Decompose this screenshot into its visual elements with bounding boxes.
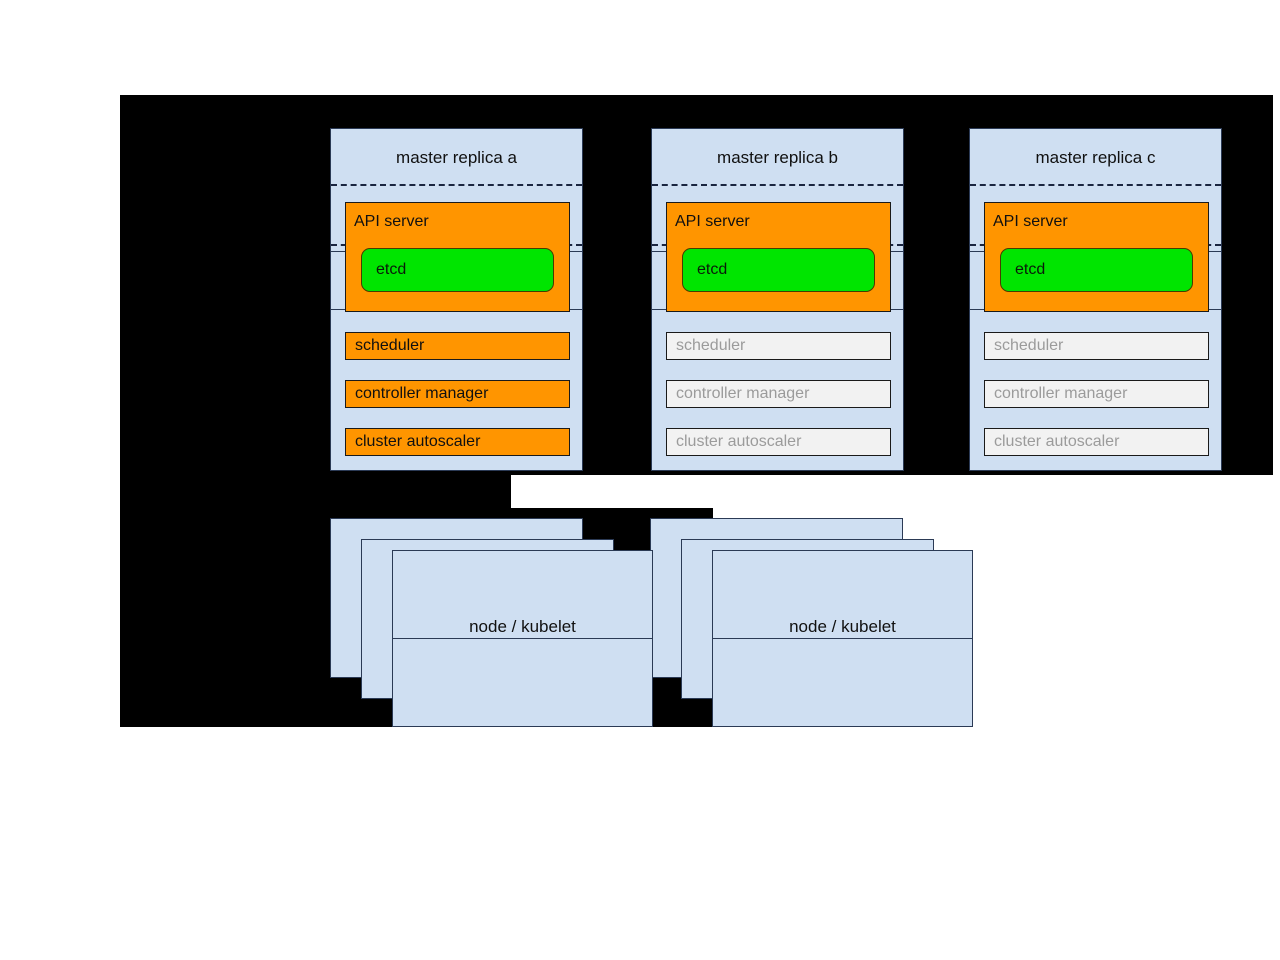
replica-b-divider-top xyxy=(652,184,903,186)
master-replica-c-title: master replica c xyxy=(1035,148,1156,167)
master-replica-b[interactable]: master replica b API server etcd schedul… xyxy=(651,128,904,471)
node-stack-2-label: node / kubelet xyxy=(789,617,896,636)
replica-c-api-server-label: API server xyxy=(993,213,1068,230)
replica-b-etcd-box[interactable]: etcd xyxy=(682,248,875,292)
master-replica-c[interactable]: master replica c API server etcd schedul… xyxy=(969,128,1222,471)
replica-b-component-controller-manager[interactable]: controller manager xyxy=(666,380,891,408)
node-stack-2-divider xyxy=(713,638,972,639)
master-replica-a-title: master replica a xyxy=(396,148,517,167)
replica-b-component-cluster-autoscaler[interactable]: cluster autoscaler xyxy=(666,428,891,456)
replica-a-component-scheduler[interactable]: scheduler xyxy=(345,332,570,360)
node-stack-1-label: node / kubelet xyxy=(469,617,576,636)
replica-c-divider-top xyxy=(970,184,1221,186)
replica-b-component-scheduler[interactable]: scheduler xyxy=(666,332,891,360)
replica-a-apiserver-group: API server etcd xyxy=(345,202,570,312)
node-stack-1-divider xyxy=(393,638,652,639)
replica-c-apiserver-group: API server etcd xyxy=(984,202,1209,312)
node-stack-1-layer-front[interactable]: node / kubelet xyxy=(392,550,653,727)
master-replica-b-title: master replica b xyxy=(717,148,838,167)
replica-b-api-server-label: API server xyxy=(675,213,750,230)
replica-a-etcd-box[interactable]: etcd xyxy=(361,248,554,292)
replica-a-component-cluster-autoscaler[interactable]: cluster autoscaler xyxy=(345,428,570,456)
master-replica-a[interactable]: master replica a API server etcd schedul… xyxy=(330,128,583,471)
replica-a-api-server-label: API server xyxy=(354,213,429,230)
node-stack-2-layer-front[interactable]: node / kubelet xyxy=(712,550,973,727)
replica-c-component-controller-manager[interactable]: controller manager xyxy=(984,380,1209,408)
replica-a-component-controller-manager[interactable]: controller manager xyxy=(345,380,570,408)
replica-a-divider-top xyxy=(331,184,582,186)
backdrop-plate-mid-left xyxy=(120,475,511,508)
replica-c-component-cluster-autoscaler[interactable]: cluster autoscaler xyxy=(984,428,1209,456)
replica-c-component-scheduler[interactable]: scheduler xyxy=(984,332,1209,360)
replica-c-etcd-box[interactable]: etcd xyxy=(1000,248,1193,292)
replica-b-apiserver-group: API server etcd xyxy=(666,202,891,312)
